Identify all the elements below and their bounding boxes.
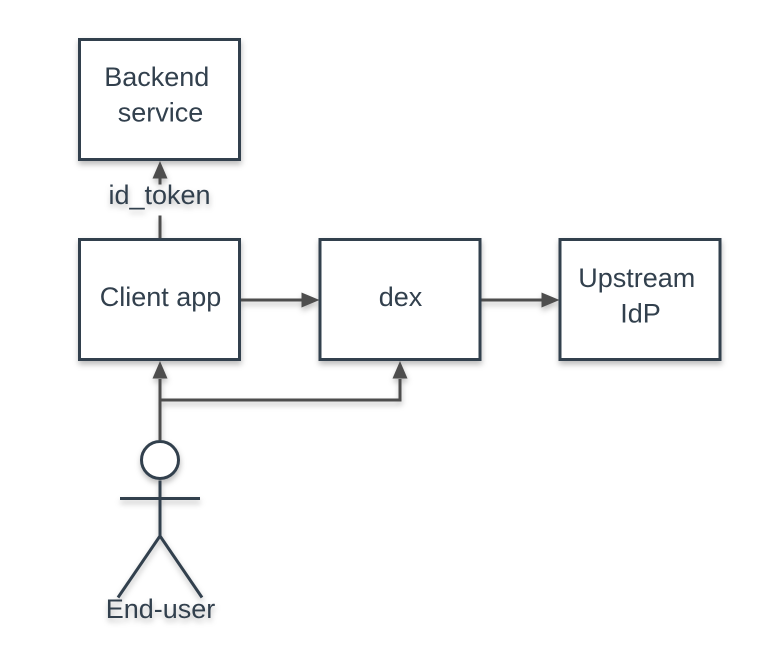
user-to-dex-edge xyxy=(158,361,408,440)
arrowhead-up-icon xyxy=(152,361,168,379)
id-token-edge xyxy=(152,161,168,238)
dex-to-upstream-edge xyxy=(481,292,560,308)
upstream-idp-label: Upstream IdP xyxy=(578,263,703,329)
nodes xyxy=(78,38,722,361)
actor-right-leg xyxy=(158,535,204,599)
edges xyxy=(152,161,560,440)
client-to-dex-edge xyxy=(241,292,320,308)
end-user-actor xyxy=(116,440,204,599)
end-user-label: End-user xyxy=(106,594,216,624)
arrowhead-up-icon xyxy=(392,361,408,379)
backend-service-node xyxy=(78,38,241,161)
upstream-idp-node xyxy=(558,238,722,361)
dex-node xyxy=(318,238,482,361)
arrowhead-right-icon xyxy=(301,292,320,308)
arrowhead-right-icon xyxy=(541,292,560,308)
client-app-node xyxy=(78,238,241,361)
client-app-label: Client app xyxy=(100,282,222,312)
id-token-label: id_token xyxy=(108,180,210,210)
arrowhead-up-icon xyxy=(152,161,168,179)
actor-left-leg xyxy=(116,535,162,599)
backend-service-label: Backend service xyxy=(104,62,217,128)
actor-head xyxy=(140,440,180,480)
dex-label: dex xyxy=(379,282,423,312)
